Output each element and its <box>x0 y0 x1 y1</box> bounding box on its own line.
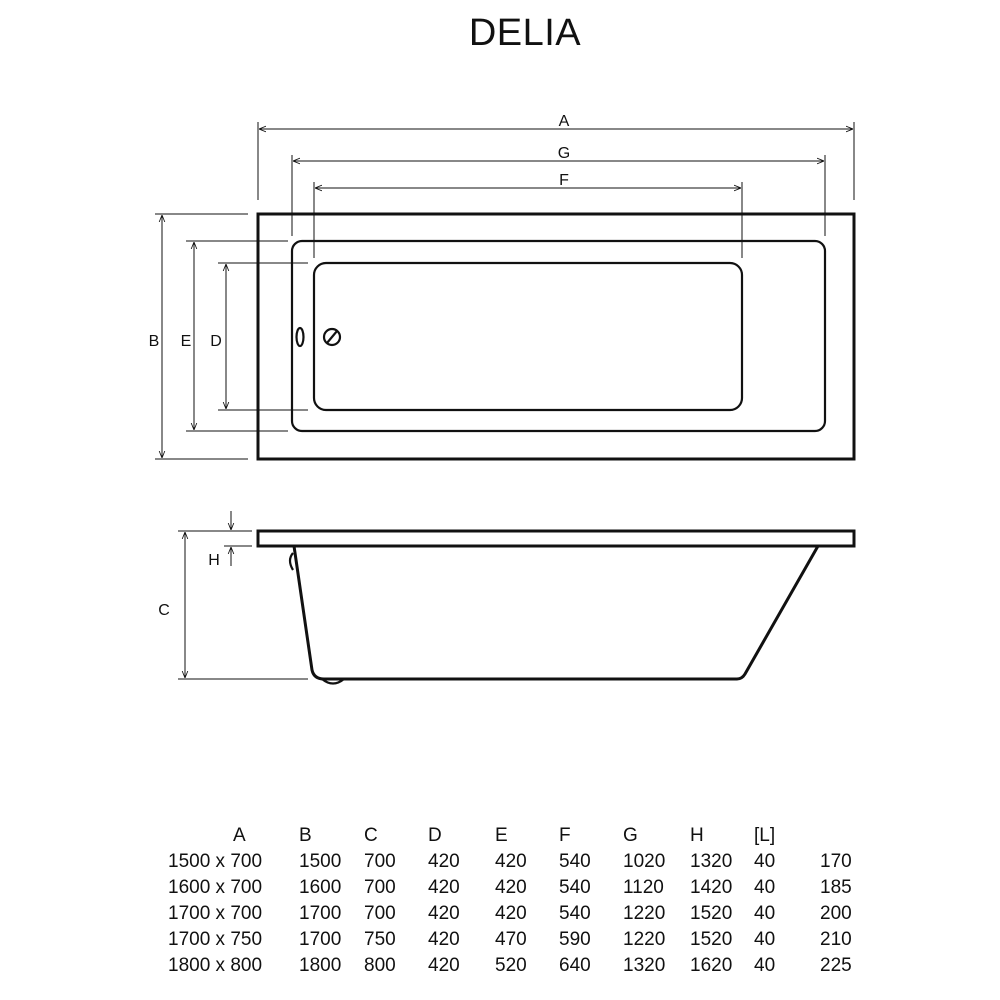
label-a: A <box>559 113 570 130</box>
table-cell: 40 <box>754 851 776 872</box>
table-cell: 1520 <box>690 903 733 924</box>
table-cell: 185 <box>820 877 852 898</box>
table-cell: 1500 x 700 <box>168 851 263 872</box>
table-cell: 420 <box>495 903 527 924</box>
table-cell: 420 <box>428 903 460 924</box>
table-cell: 420 <box>428 955 460 976</box>
table-cell: 1500 <box>299 851 342 872</box>
table-cell: 1800 x 800 <box>168 955 263 976</box>
body-profile <box>292 545 820 681</box>
table-cell: 1120 <box>623 877 664 898</box>
overflow-icon <box>295 326 305 348</box>
table-cell: 225 <box>820 955 852 976</box>
table-cell: 210 <box>820 929 852 950</box>
header-cell: E <box>495 825 508 846</box>
diagram-title: DELIA <box>468 12 582 54</box>
dimension-b <box>155 213 248 460</box>
dimension-f <box>313 182 743 258</box>
table-cell: 470 <box>495 929 527 950</box>
table-cell: 700 <box>364 903 396 924</box>
inner-basin-top <box>290 239 827 433</box>
header-cell: A <box>233 825 246 846</box>
table-cell: 1700 x 700 <box>168 903 263 924</box>
table-cell: 1220 <box>623 929 666 950</box>
rim-profile <box>256 529 856 548</box>
inner-basin-bottom <box>312 261 744 412</box>
table-cell: 40 <box>754 877 776 898</box>
outer-rim <box>256 212 856 461</box>
dimension-e <box>186 240 288 432</box>
table-cell: 800 <box>364 955 396 976</box>
header-cell: D <box>428 825 442 846</box>
table-cell: 1800 <box>299 955 342 976</box>
label-h: H <box>208 552 220 569</box>
table-cell: 40 <box>754 955 776 976</box>
table-cell: 40 <box>754 903 776 924</box>
table-cell: 1320 <box>623 955 666 976</box>
table-cell: 1020 <box>623 851 666 872</box>
table-cell: 520 <box>495 955 527 976</box>
header-cell: F <box>559 825 571 846</box>
table-cell: 40 <box>754 929 776 950</box>
table-cell: 590 <box>559 929 591 950</box>
waste-fitting <box>321 678 345 685</box>
header-cell: H <box>690 825 704 846</box>
label-g: G <box>558 145 570 162</box>
dimension-g <box>291 155 826 236</box>
label-e: E <box>181 333 192 350</box>
drain-icon <box>322 327 342 347</box>
table-cell: 1600 <box>299 877 342 898</box>
header-cell: G <box>623 825 638 846</box>
table-cell: 420 <box>495 851 527 872</box>
table-cell: 700 <box>364 877 396 898</box>
table-cell: 700 <box>364 851 396 872</box>
label-f: F <box>559 172 569 189</box>
table-cell: 1320 <box>690 851 733 872</box>
table-cell: 1620 <box>690 955 733 976</box>
side-view <box>256 529 856 685</box>
table-cell: 1700 <box>299 903 342 924</box>
table-cell: 1700 x 750 <box>168 929 263 950</box>
dimension-d <box>218 262 308 411</box>
table-cell: 200 <box>820 903 852 924</box>
dimension-h <box>224 511 252 566</box>
label-b: B <box>149 333 160 350</box>
header-cell: C <box>364 825 378 846</box>
top-view <box>256 212 856 461</box>
overflow-fitting <box>288 552 294 571</box>
table-cell: 540 <box>559 903 591 924</box>
dimension-c <box>178 530 308 680</box>
table-cell: 640 <box>559 955 591 976</box>
header-cell: B <box>299 825 312 846</box>
table-cell: 540 <box>559 851 591 872</box>
table-cell: 750 <box>364 929 396 950</box>
table-cell: 420 <box>428 877 460 898</box>
table-cell: 1600 x 700 <box>168 877 263 898</box>
table-cell: 420 <box>428 929 460 950</box>
table-cell: 1520 <box>690 929 733 950</box>
table-cell: 420 <box>428 851 460 872</box>
table-cell: 1700 <box>299 929 342 950</box>
table-cell: 1420 <box>690 877 733 898</box>
table-cell: 540 <box>559 877 591 898</box>
label-d: D <box>210 333 222 350</box>
table-cell: 1220 <box>623 903 666 924</box>
header-cell: [L] <box>754 825 776 846</box>
table-cell: 420 <box>495 877 527 898</box>
table-cell: 170 <box>820 851 852 872</box>
dimension-a <box>257 122 855 200</box>
label-c: C <box>158 602 170 619</box>
